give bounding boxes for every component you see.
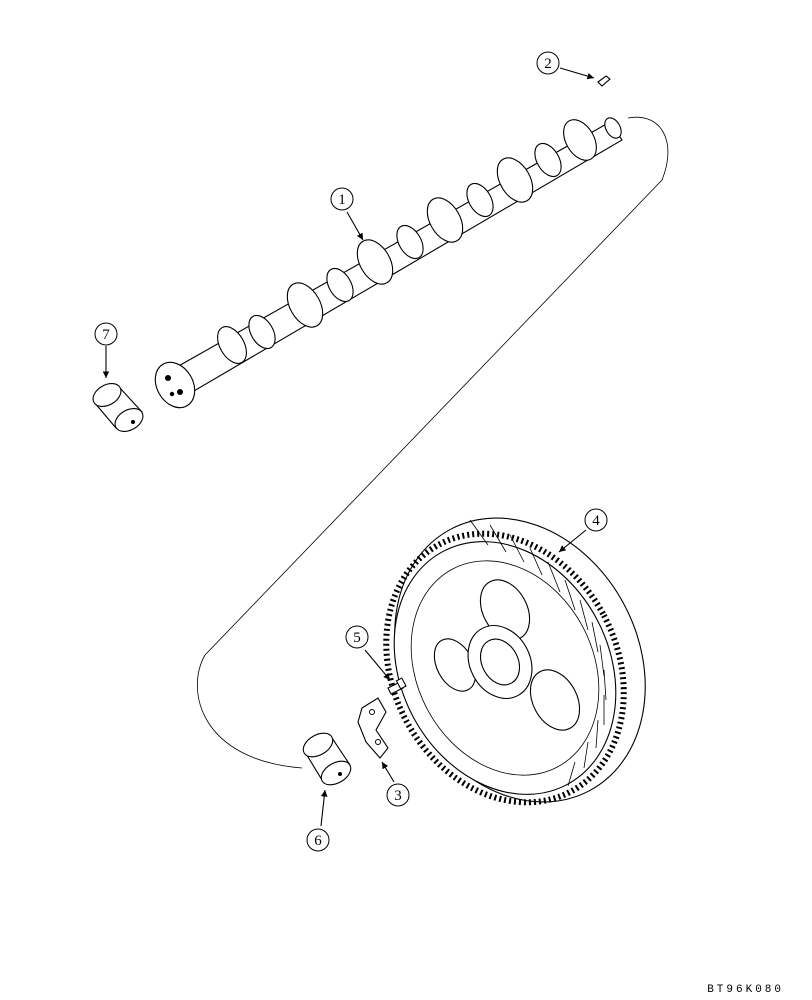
drawing-code: BT96K080 — [707, 984, 784, 996]
callout-7: 7 — [94, 322, 118, 346]
leader-1 — [346, 211, 364, 241]
callout-5: 5 — [345, 625, 369, 649]
callout-6: 6 — [306, 828, 330, 852]
callout-4: 4 — [584, 508, 608, 532]
camshaft[interactable] — [147, 114, 624, 415]
callout-2: 2 — [536, 51, 560, 75]
camshaft-lobes — [217, 119, 597, 364]
camshaft-gear[interactable] — [340, 474, 693, 846]
leader-2 — [559, 67, 595, 80]
camshaft-bushing-front[interactable] — [89, 379, 147, 436]
callout-7-label: 7 — [102, 327, 110, 343]
leader-4 — [558, 529, 587, 553]
callout-3: 3 — [386, 783, 410, 807]
callout-5-label: 5 — [353, 630, 361, 646]
woodruff-key[interactable] — [597, 75, 611, 87]
callout-3-label: 3 — [394, 788, 402, 804]
camshaft-bushing-rear[interactable] — [299, 728, 355, 789]
capscrew[interactable] — [387, 677, 407, 695]
gear-helical-teeth — [469, 519, 607, 787]
callout-1-label: 1 — [338, 192, 346, 208]
leader-3 — [381, 761, 395, 783]
callout-1: 1 — [330, 187, 354, 211]
callout-2-label: 2 — [544, 56, 552, 72]
thrust-plate[interactable] — [357, 697, 389, 759]
leader-5 — [364, 649, 391, 681]
callout-6-label: 6 — [314, 833, 322, 849]
callout-4-label: 4 — [592, 513, 600, 529]
leader-6 — [320, 789, 328, 827]
assembly-leader-curve — [197, 116, 669, 769]
